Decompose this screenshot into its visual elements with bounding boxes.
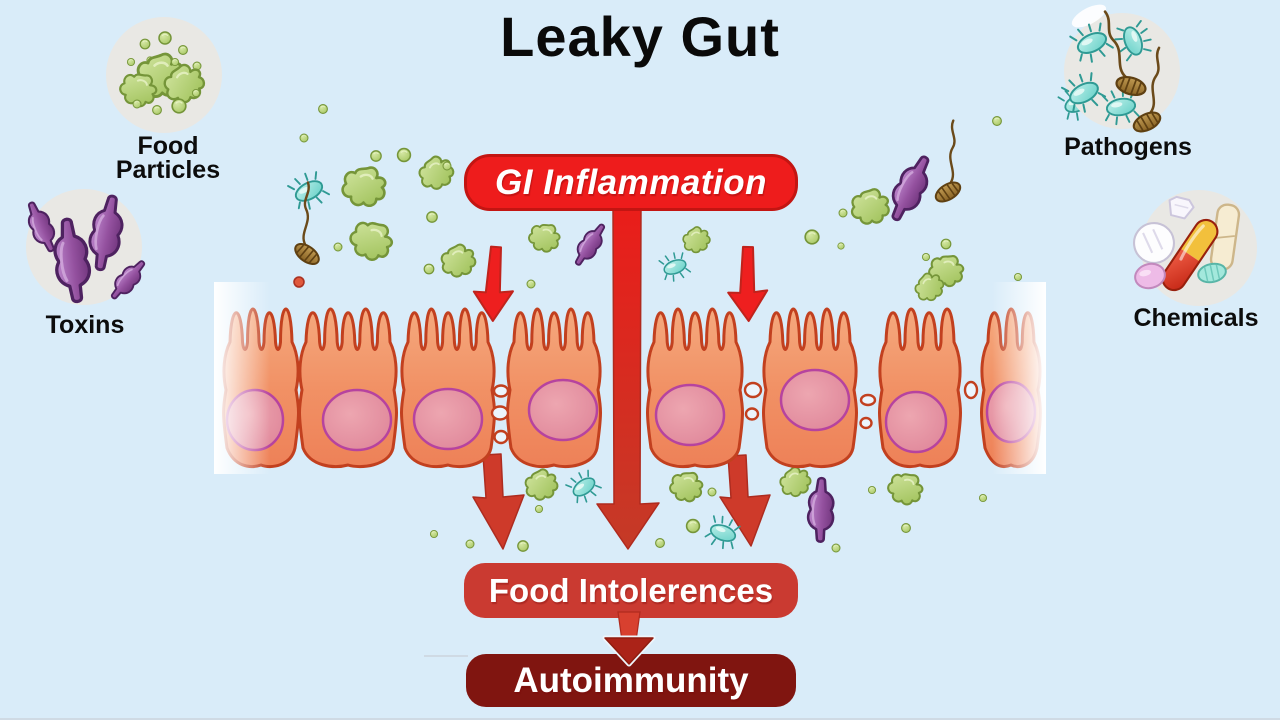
gut-epithelial-cell (298, 307, 398, 469)
bottom-edge-line (0, 718, 1280, 720)
food-intolerences-label: Food Intolerences (488, 571, 774, 609)
gi-inflammation-main-arrow (596, 206, 660, 550)
broken-tight-junctions (490, 380, 979, 445)
gut-epithelial-cell (878, 307, 962, 469)
gut-epithelial-cell (400, 307, 496, 469)
leak-arrow-left (472, 453, 525, 550)
gut-epithelial-cell (762, 307, 858, 469)
cell-nucleus (527, 378, 599, 442)
cell-nucleus (779, 368, 851, 432)
food-intolerences-banner: Food Intolerences (464, 563, 798, 618)
inflammation-arrow-right (727, 245, 769, 323)
pathogens-label: Pathogens (1064, 133, 1192, 161)
food-particles-label-line2: Particles (115, 156, 221, 184)
toxins-label: Toxins (45, 311, 125, 339)
inflammation-arrows (472, 206, 769, 550)
chemicals-circle (1130, 190, 1257, 306)
tight-junction-gap (743, 381, 763, 399)
gut-epithelial-cell (506, 307, 602, 469)
gut-epithelial-cell (646, 307, 744, 469)
tight-junction-gap (859, 393, 877, 407)
tight-junction-gap (963, 380, 979, 400)
cell-nucleus (654, 383, 726, 447)
food-particles-circle (106, 17, 222, 133)
edge-fades (214, 282, 1046, 474)
cell-nucleus (412, 387, 484, 451)
gi-inflammation-label: GI Inflammation (495, 162, 767, 202)
divider-line-left (424, 655, 468, 657)
page-title: Leaky Gut (500, 5, 780, 68)
circle-shine (1071, 4, 1107, 28)
cell-nucleus (321, 388, 393, 452)
food-particles-label: Food Particles (115, 132, 221, 184)
toxins-circle (20, 189, 152, 305)
autoimmunity-label: Autoimmunity (513, 660, 749, 700)
connector-arrow-head (604, 637, 654, 665)
tight-junction-gap (490, 405, 510, 421)
cell-nucleus (884, 390, 948, 454)
tight-junction-gap (744, 407, 760, 421)
pathogens-circle (1058, 4, 1180, 138)
inflammation-arrow-left (472, 245, 514, 322)
tight-junction-gap (859, 416, 873, 430)
food-particles-label-line1: Food (137, 132, 199, 160)
tight-junction-gap (493, 429, 509, 445)
leak-arrows-below-barrier (472, 453, 771, 550)
tight-junction-gap (492, 384, 510, 398)
chemicals-label: Chemicals (1133, 304, 1259, 332)
leak-arrow-right (719, 454, 771, 547)
gi-inflammation-banner: GI Inflammation (464, 154, 798, 211)
